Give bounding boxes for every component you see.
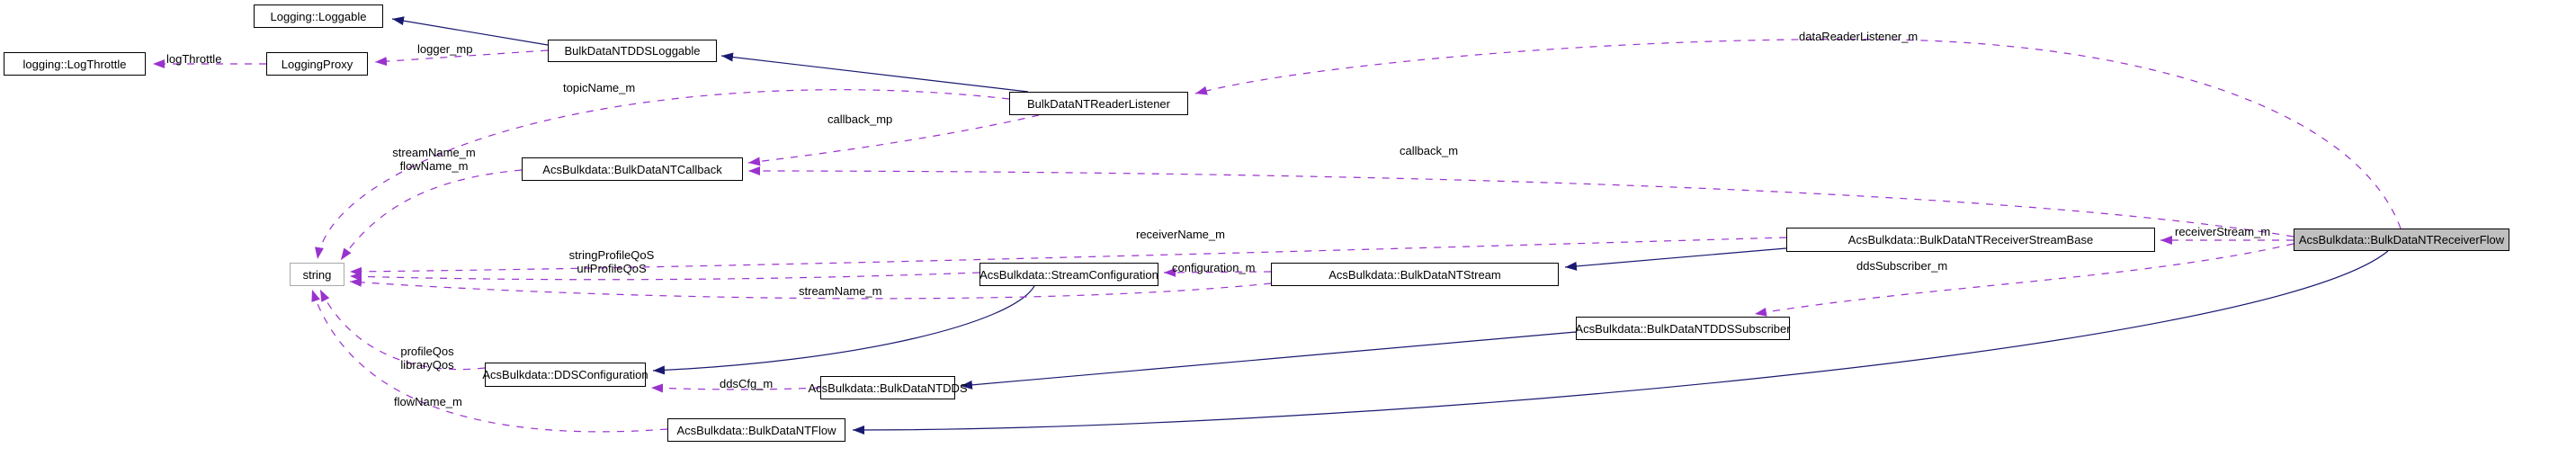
node-bulkdatantreaderlistener[interactable]: BulkDataNTReaderListener [1009,92,1188,115]
edge-label-streamname-m: streamName_m [799,284,882,298]
edge-use-receivername-m [349,237,1787,276]
node-bulkdatantdds[interactable]: AcsBulkdata::BulkDataNTDDS [809,376,968,399]
edge-label-callback-m: callback_m [1400,144,1459,157]
edge-use-streamname-m [349,277,1272,300]
edge-label-receiverstream-m: receiverStream_m [2175,225,2271,238]
edge-label-callback-mp: callback_mp [827,112,893,126]
edge-use-topicname-m [315,89,1010,260]
node-string[interactable]: string [290,263,344,286]
edge-label-profileqos: profileQos libraryQos [400,345,454,372]
node-bulkdatantddsloggable[interactable]: BulkDataNTDDSLoggable [548,40,717,62]
edge-use-configuration-m [1163,267,1272,277]
edge-use-logger-mp [374,49,549,67]
node-bulkdatantddssubscriber[interactable]: AcsBulkdata::BulkDataNTDDSSubscriber [1575,317,1791,340]
edge-label-topicname-m: topicName_m [563,81,636,94]
node-bulkdatantreceiverstreambase[interactable]: AcsBulkdata::BulkDataNTReceiverStreamBas… [1786,228,2155,252]
edge-label-logger-mp: logger_mp [417,42,473,56]
edge-inherit-recvflow-ntflow [852,250,2389,435]
node-ddsconfiguration[interactable]: AcsBulkdata::DDSConfiguration [482,363,648,387]
edge-label-logthrottle: logThrottle [166,52,222,66]
edge-use-flowname-m [311,289,668,433]
edge-use-callback-mp [747,114,1040,166]
edge-label-flowname-m: flowName_m [394,395,462,408]
edge-inherit-streamconfig-ddsconfig [652,285,1035,375]
node-bulkdatantflow[interactable]: AcsBulkdata::BulkDataNTFlow [667,418,845,442]
edge-label-datareaderlistener-m: dataReaderListener_m [1799,30,1919,43]
edge-label-receivername-m: receiverName_m [1136,228,1225,241]
node-bulkdatantstream[interactable]: AcsBulkdata::BulkDataNTStream [1271,263,1559,286]
edge-use-datareaderlistener-m [1194,39,2402,229]
edge-label-streamname-flowname: streamName_m flowName_m [392,146,476,173]
edge-use-ddscfg-m [650,383,821,393]
edge-use-ddssubscriber-m [1754,243,2294,317]
node-bulkdatantcallback[interactable]: AcsBulkdata::BulkDataNTCallback [522,157,743,181]
edge-use-streamname-flowname [340,169,523,261]
edge-label-configuration-m: configuration_m [1172,261,1256,274]
edge-label-ddscfg-m: ddsCfg_m [720,377,774,390]
node-bulkdatantreceiverflow[interactable]: AcsBulkdata::BulkDataNTReceiverFlow [2294,229,2509,251]
edge-inherit-ddssubscriber-ntdds [960,331,1577,390]
edge-use-stringprofileqos [349,272,980,282]
edge-label-ddssubscriber-m: ddsSubscriber_m [1856,259,1948,273]
edge-inherit-recvstreambase-ntstream [1564,247,1787,271]
edge-inherit-readerlistener-ddsloggable [720,52,1029,93]
node-logging-logthrottle[interactable]: logging::LogThrottle [4,52,146,76]
edge-label-stringprofileqos: stringProfileQoS urlProfileQoS [568,248,655,275]
node-logging-loggable[interactable]: Logging::Loggable [254,4,383,28]
node-streamconfiguration[interactable]: AcsBulkdata::StreamConfiguration [979,263,1158,286]
edge-inherit-ddsloggable-loggable [391,16,549,46]
node-loggingproxy[interactable]: LoggingProxy [266,52,368,76]
